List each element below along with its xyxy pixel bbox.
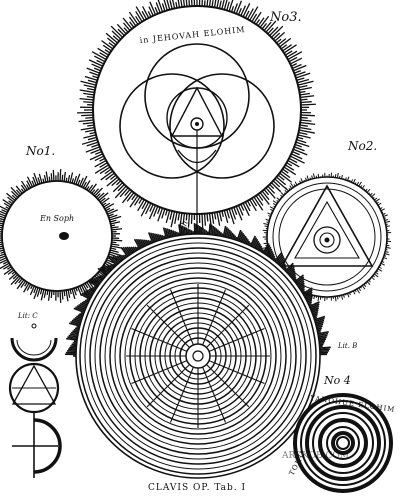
disk-ring [114,272,282,440]
watermark: ARCKOB.COM [281,451,349,461]
disk-spoke [206,364,250,408]
disk-ring [119,277,277,435]
disk-ring [99,257,297,455]
center-blot-no1 [59,232,69,240]
figure-great-disk: Lit. B CLAVIS OP. Tab. I [65,223,357,493]
label-no1: No1. [25,144,55,158]
ray [285,51,303,61]
center-point-no2 [324,237,330,243]
figure-lit-c: Lit: C [8,312,62,478]
disk-ring [94,252,302,460]
figure-no2: No2. [262,139,392,302]
disk-spoke [131,360,188,385]
bullseye-rings [293,393,393,493]
disk-ring [109,267,287,445]
center-inner-ring-no2 [319,232,335,248]
disk-spoke [206,304,250,348]
bullseye-ring [331,431,355,455]
caption-clavis: CLAVIS OP. Tab. I [148,483,246,493]
disk-ring [84,242,312,470]
ray [252,194,264,211]
disk-ring [79,237,317,475]
crescent-top-inner [16,339,52,356]
figure-no3: No3. in JEHOVAH ELOHIM Ruach [77,0,316,248]
inner-triangle-no2 [294,200,360,259]
label-lit-b: Lit. B [337,342,357,350]
radial-spokes [126,284,270,428]
crescent-bottom [33,418,62,474]
outer-circle-no1 [1,180,113,292]
label-no2: No2. [347,139,377,153]
ray [296,128,315,134]
disk-spoke [131,327,188,352]
disk-ring [124,282,272,430]
disk-spoke [208,360,265,385]
lit-c-dot [31,323,37,329]
disk-spoke [146,364,190,408]
bullseye-ring [300,400,386,486]
ring-left-no3 [119,73,225,179]
bullseye-ring [326,426,360,460]
disk-spoke [169,289,194,346]
bullseye-center [336,436,350,450]
center-ring-no2 [313,226,341,254]
ring-right-no3 [169,73,275,179]
lower-arc-no3 [177,149,217,164]
disk-spoke [208,327,265,352]
label-no3: No3. [269,10,302,25]
bullseye-ring [318,418,368,468]
figure-no1: No1. En Soph [0,144,123,303]
bullseye-ring [293,393,393,493]
crescent-top [10,337,58,362]
disk-ring [104,262,292,450]
figure-no4: No 4 YAHOHUE ELOHIM TOHU [288,374,396,493]
center-point-no3 [195,122,199,126]
label-en-soph: En Soph [39,214,74,223]
hub-inner [192,350,204,362]
label-no4: No 4 [323,374,351,387]
disk-spoke [202,366,227,423]
outer-ring-no2 [266,176,388,298]
ray [295,80,314,87]
triangle-no2 [280,184,374,267]
disk-spoke [169,366,194,423]
ring3-no2 [278,188,376,286]
bullseye-ring [305,405,381,481]
ring2-no2 [272,182,382,292]
bullseye-ring [312,412,374,474]
disk-spoke [146,304,190,348]
emblem-triangle [11,364,57,405]
label-lit-c: Lit: C [17,312,38,320]
disk-spoke [202,289,227,346]
disk-ring [89,247,307,465]
